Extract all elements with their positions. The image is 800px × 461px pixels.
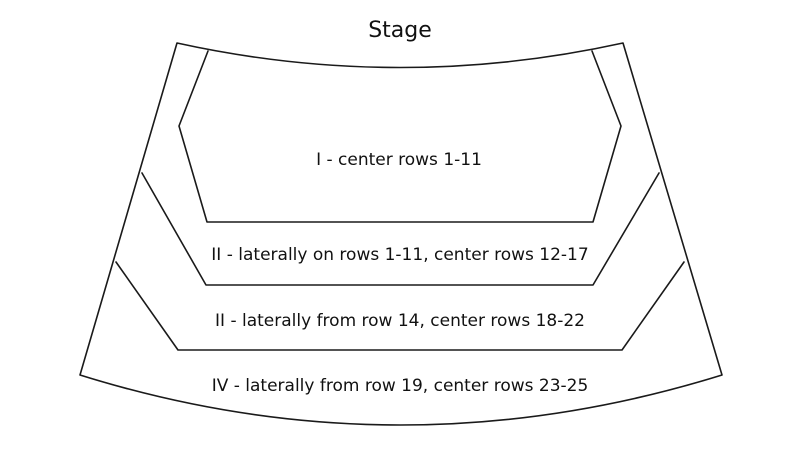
zone-III-boundary xyxy=(115,261,685,351)
stage-label: Stage xyxy=(368,18,432,43)
seating-outer-boundary xyxy=(79,42,723,426)
zone-III-label: II - laterally from row 14, center rows … xyxy=(215,311,585,331)
zone-II-boundary xyxy=(141,172,660,286)
zone-I-label: I - center rows 1-11 xyxy=(316,150,482,170)
zone-II-label: II - laterally on rows 1-11, center rows… xyxy=(211,245,588,265)
zone-IV-label: IV - laterally from row 19, center rows … xyxy=(212,376,589,396)
zone-I-boundary xyxy=(178,50,622,223)
